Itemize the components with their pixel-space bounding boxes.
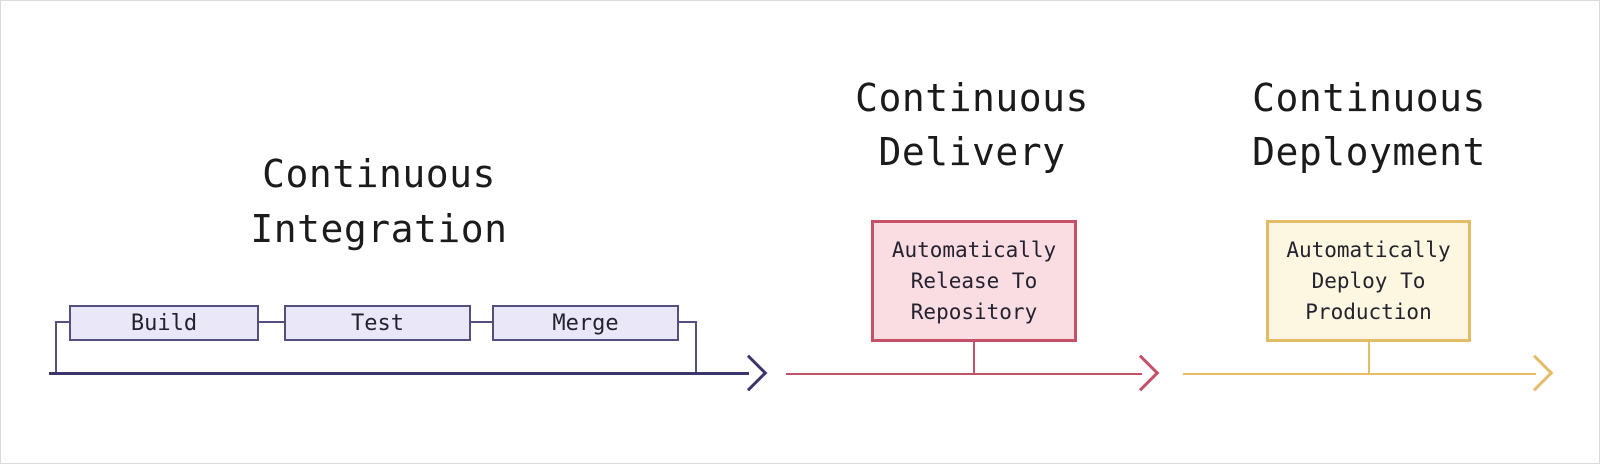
step-label-merge: Merge [552, 310, 619, 336]
step-box-merge: Merge [492, 305, 679, 341]
delivery-title: Continuous Delivery [855, 76, 1089, 174]
ci-title: Continuous Integration [250, 152, 508, 251]
connector-drop-right [695, 321, 697, 375]
connector-build-test [257, 321, 285, 323]
arrow-head-icon [1516, 354, 1554, 392]
delivery-box-label: Automatically Release To Repository [891, 237, 1057, 324]
deployment-box-connector [1368, 342, 1370, 374]
step-box-build: Build [69, 305, 259, 341]
delivery-box-connector [973, 342, 975, 374]
step-box-test: Test [284, 305, 471, 341]
connector-drop-left [55, 321, 57, 375]
arrow-head-icon [1122, 354, 1160, 392]
arrow-head-icon [730, 354, 768, 392]
delivery-flow-line [786, 373, 1142, 375]
connector-stub-left [55, 321, 70, 323]
connector-stub-right [677, 321, 697, 323]
step-label-test: Test [351, 310, 404, 336]
deployment-flow-line [1183, 373, 1536, 375]
deployment-box: Automatically Deploy To Production [1266, 220, 1471, 342]
delivery-box: Automatically Release To Repository [871, 220, 1077, 342]
step-label-build: Build [130, 310, 198, 336]
deployment-title: Continuous Deployment [1252, 76, 1486, 174]
deployment-box-label: Automatically Deploy To Production [1286, 237, 1451, 324]
ci-flow-line [49, 372, 749, 375]
connector-test-merge [469, 321, 493, 323]
